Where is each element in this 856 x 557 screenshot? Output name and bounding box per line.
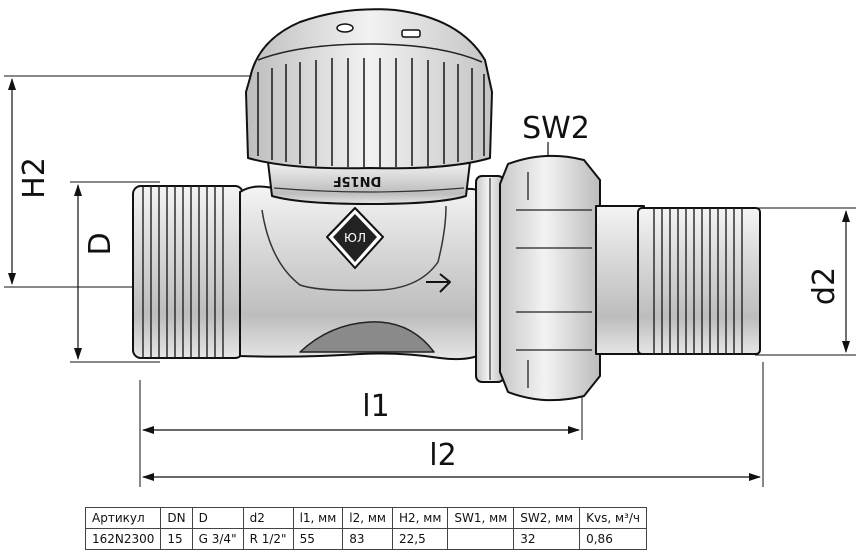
h2-label: H2 <box>17 157 52 199</box>
body-underside <box>299 321 435 353</box>
table-header-cell: D <box>191 507 244 529</box>
table-header-cell: Артикул <box>84 507 162 529</box>
svg-text:ЮЛ: ЮЛ <box>344 231 366 245</box>
table-cell: G 3/4" <box>191 528 244 550</box>
table-cell <box>447 528 515 550</box>
table-cell: 15 <box>160 528 193 550</box>
cap-ridges <box>257 58 485 168</box>
left-thread-ridges <box>142 186 224 358</box>
flow-arrow-icon <box>426 273 451 293</box>
valve-body: ЮЛ DN15F <box>132 8 761 402</box>
brand-logo-icon: ЮЛ <box>326 207 384 269</box>
table-cell: 0,86 <box>579 528 647 550</box>
union-nut <box>499 154 601 402</box>
l1-label: l1 <box>362 389 389 424</box>
table-header-cell: SW2, мм <box>513 507 581 529</box>
valve-drawing: ЮЛ DN15F <box>4 8 856 487</box>
right-thread-ridges <box>653 208 743 354</box>
table-cell: 32 <box>513 528 581 550</box>
l2-label: l2 <box>429 438 456 473</box>
table-header-cell: H2, мм <box>391 507 449 529</box>
sw2-label: SW2 <box>522 111 590 146</box>
right-thread <box>637 207 761 355</box>
table-header-cell: DN <box>160 507 193 529</box>
table-cell: 22,5 <box>391 528 449 550</box>
cap-neck <box>267 161 471 205</box>
table-header-cell: l1, мм <box>292 507 344 529</box>
table-header-cell: SW1, мм <box>447 507 515 529</box>
d2-label: d2 <box>807 267 842 305</box>
d-label: D <box>83 232 118 255</box>
table-header-cell: Kvs, м³/ч <box>579 507 647 529</box>
table-row: 162N2300 15 G 3/4" R 1/2" 55 83 22,5 32 … <box>84 528 647 550</box>
specification-table: Артикул DN D d2 l1, мм l2, мм H2, мм SW1… <box>84 507 647 550</box>
table-cell: 55 <box>292 528 344 550</box>
tailpiece <box>595 205 645 355</box>
table-header-row: Артикул DN D d2 l1, мм l2, мм H2, мм SW1… <box>84 507 647 529</box>
extension-lines <box>4 75 856 487</box>
protective-cap <box>245 8 493 170</box>
table-cell: R 1/2" <box>242 528 294 550</box>
table-cell: 162N2300 <box>84 528 162 550</box>
body-marking: DN15F <box>333 173 382 188</box>
table-cell: 83 <box>342 528 393 550</box>
table-header-cell: d2 <box>242 507 294 529</box>
left-thread <box>132 185 244 359</box>
table-header-cell: l2, мм <box>342 507 393 529</box>
dimension-lines <box>8 78 850 481</box>
